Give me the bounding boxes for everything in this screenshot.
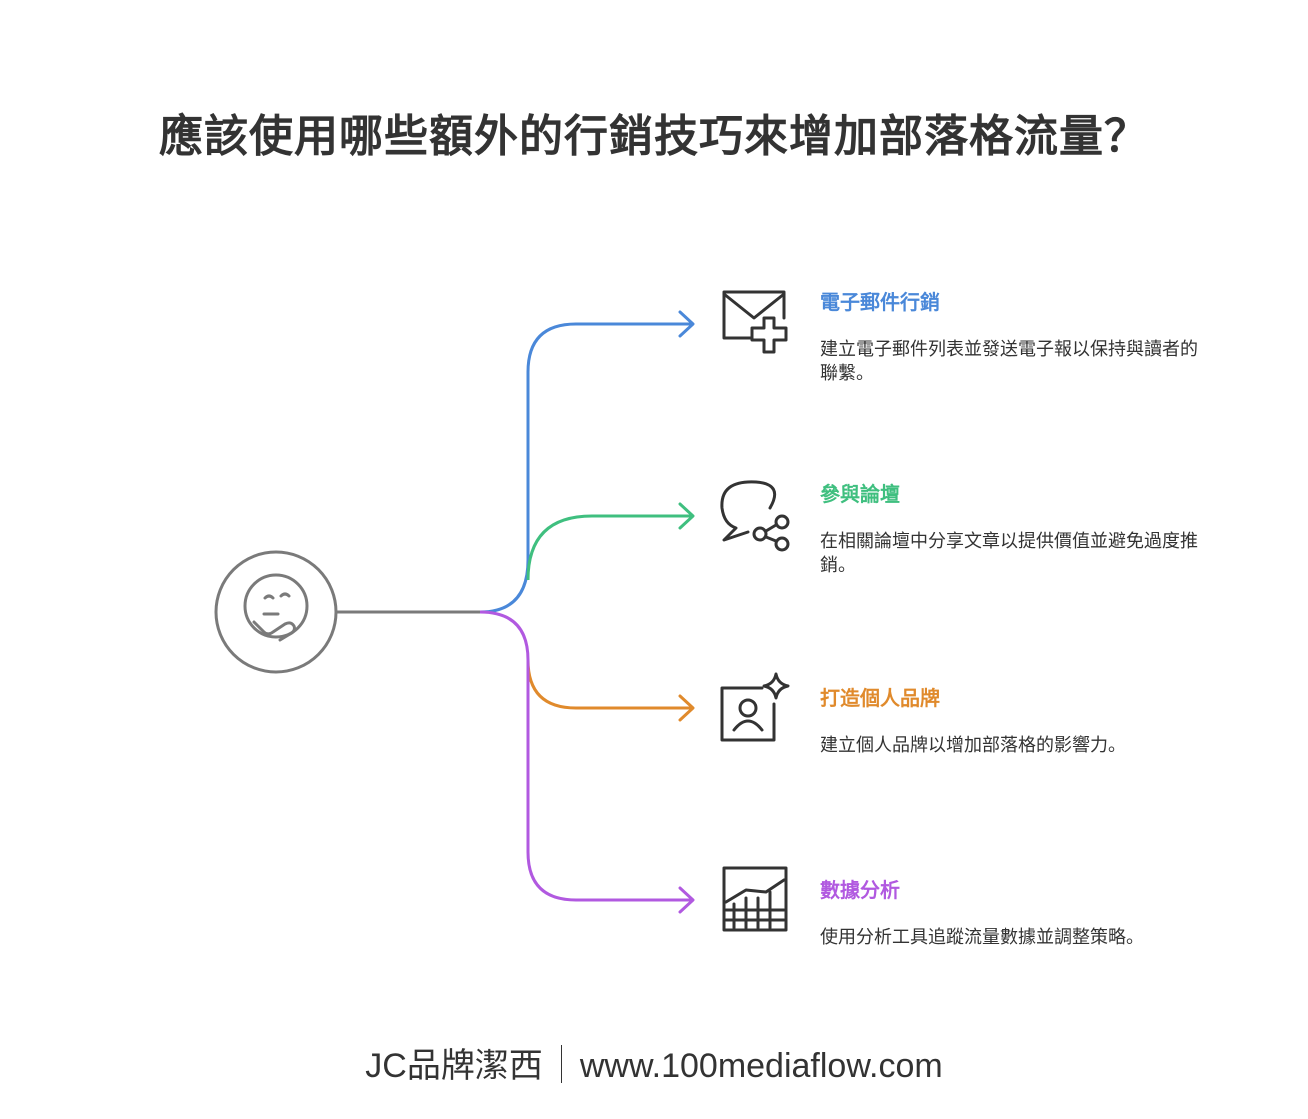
thinking-face-icon <box>243 573 309 642</box>
page-title: 應該使用哪些額外的行銷技巧來增加部落格流量？ <box>159 111 1149 162</box>
item-desc-brand: 建立個人品牌以增加部落格的影響力。 <box>820 735 1126 756</box>
center-node <box>214 550 338 674</box>
item-desc-data: 使用分析工具追蹤流量數據並調整策略。 <box>820 927 1144 948</box>
branch-data <box>479 610 692 902</box>
item-title-forum: 參與論壇 <box>820 482 900 506</box>
footer-url[interactable]: www.100mediaflow.com <box>579 1047 943 1085</box>
arrow-brand <box>678 694 695 722</box>
item-title-data: 數據分析 <box>820 878 900 902</box>
chat-share-icon <box>720 480 790 552</box>
item-desc-email: 建立電子郵件列表並發送電子報以保持與讀者的聯繫。 <box>820 339 1198 384</box>
footer: JC品牌潔西 www.100mediaflow.com <box>0 1038 1308 1087</box>
chart-grid-icon <box>722 866 788 932</box>
user-sparkle-icon <box>720 672 790 742</box>
item-desc-forum: 在相關論壇中分享文章以提供價值並避免過度推銷。 <box>820 531 1198 576</box>
branch-brand <box>526 659 692 710</box>
arrow-email <box>678 310 695 338</box>
arrow-forum <box>678 502 695 530</box>
item-title-email: 電子郵件行銷 <box>820 290 940 314</box>
item-title-brand: 打造個人品牌 <box>820 686 940 710</box>
mail-plus-icon <box>722 290 788 354</box>
branch-email <box>479 322 692 614</box>
arrow-data <box>678 886 695 914</box>
footer-divider <box>560 1045 562 1083</box>
branch-forum <box>526 514 692 581</box>
footer-brand: JC品牌潔西 <box>365 1047 543 1085</box>
